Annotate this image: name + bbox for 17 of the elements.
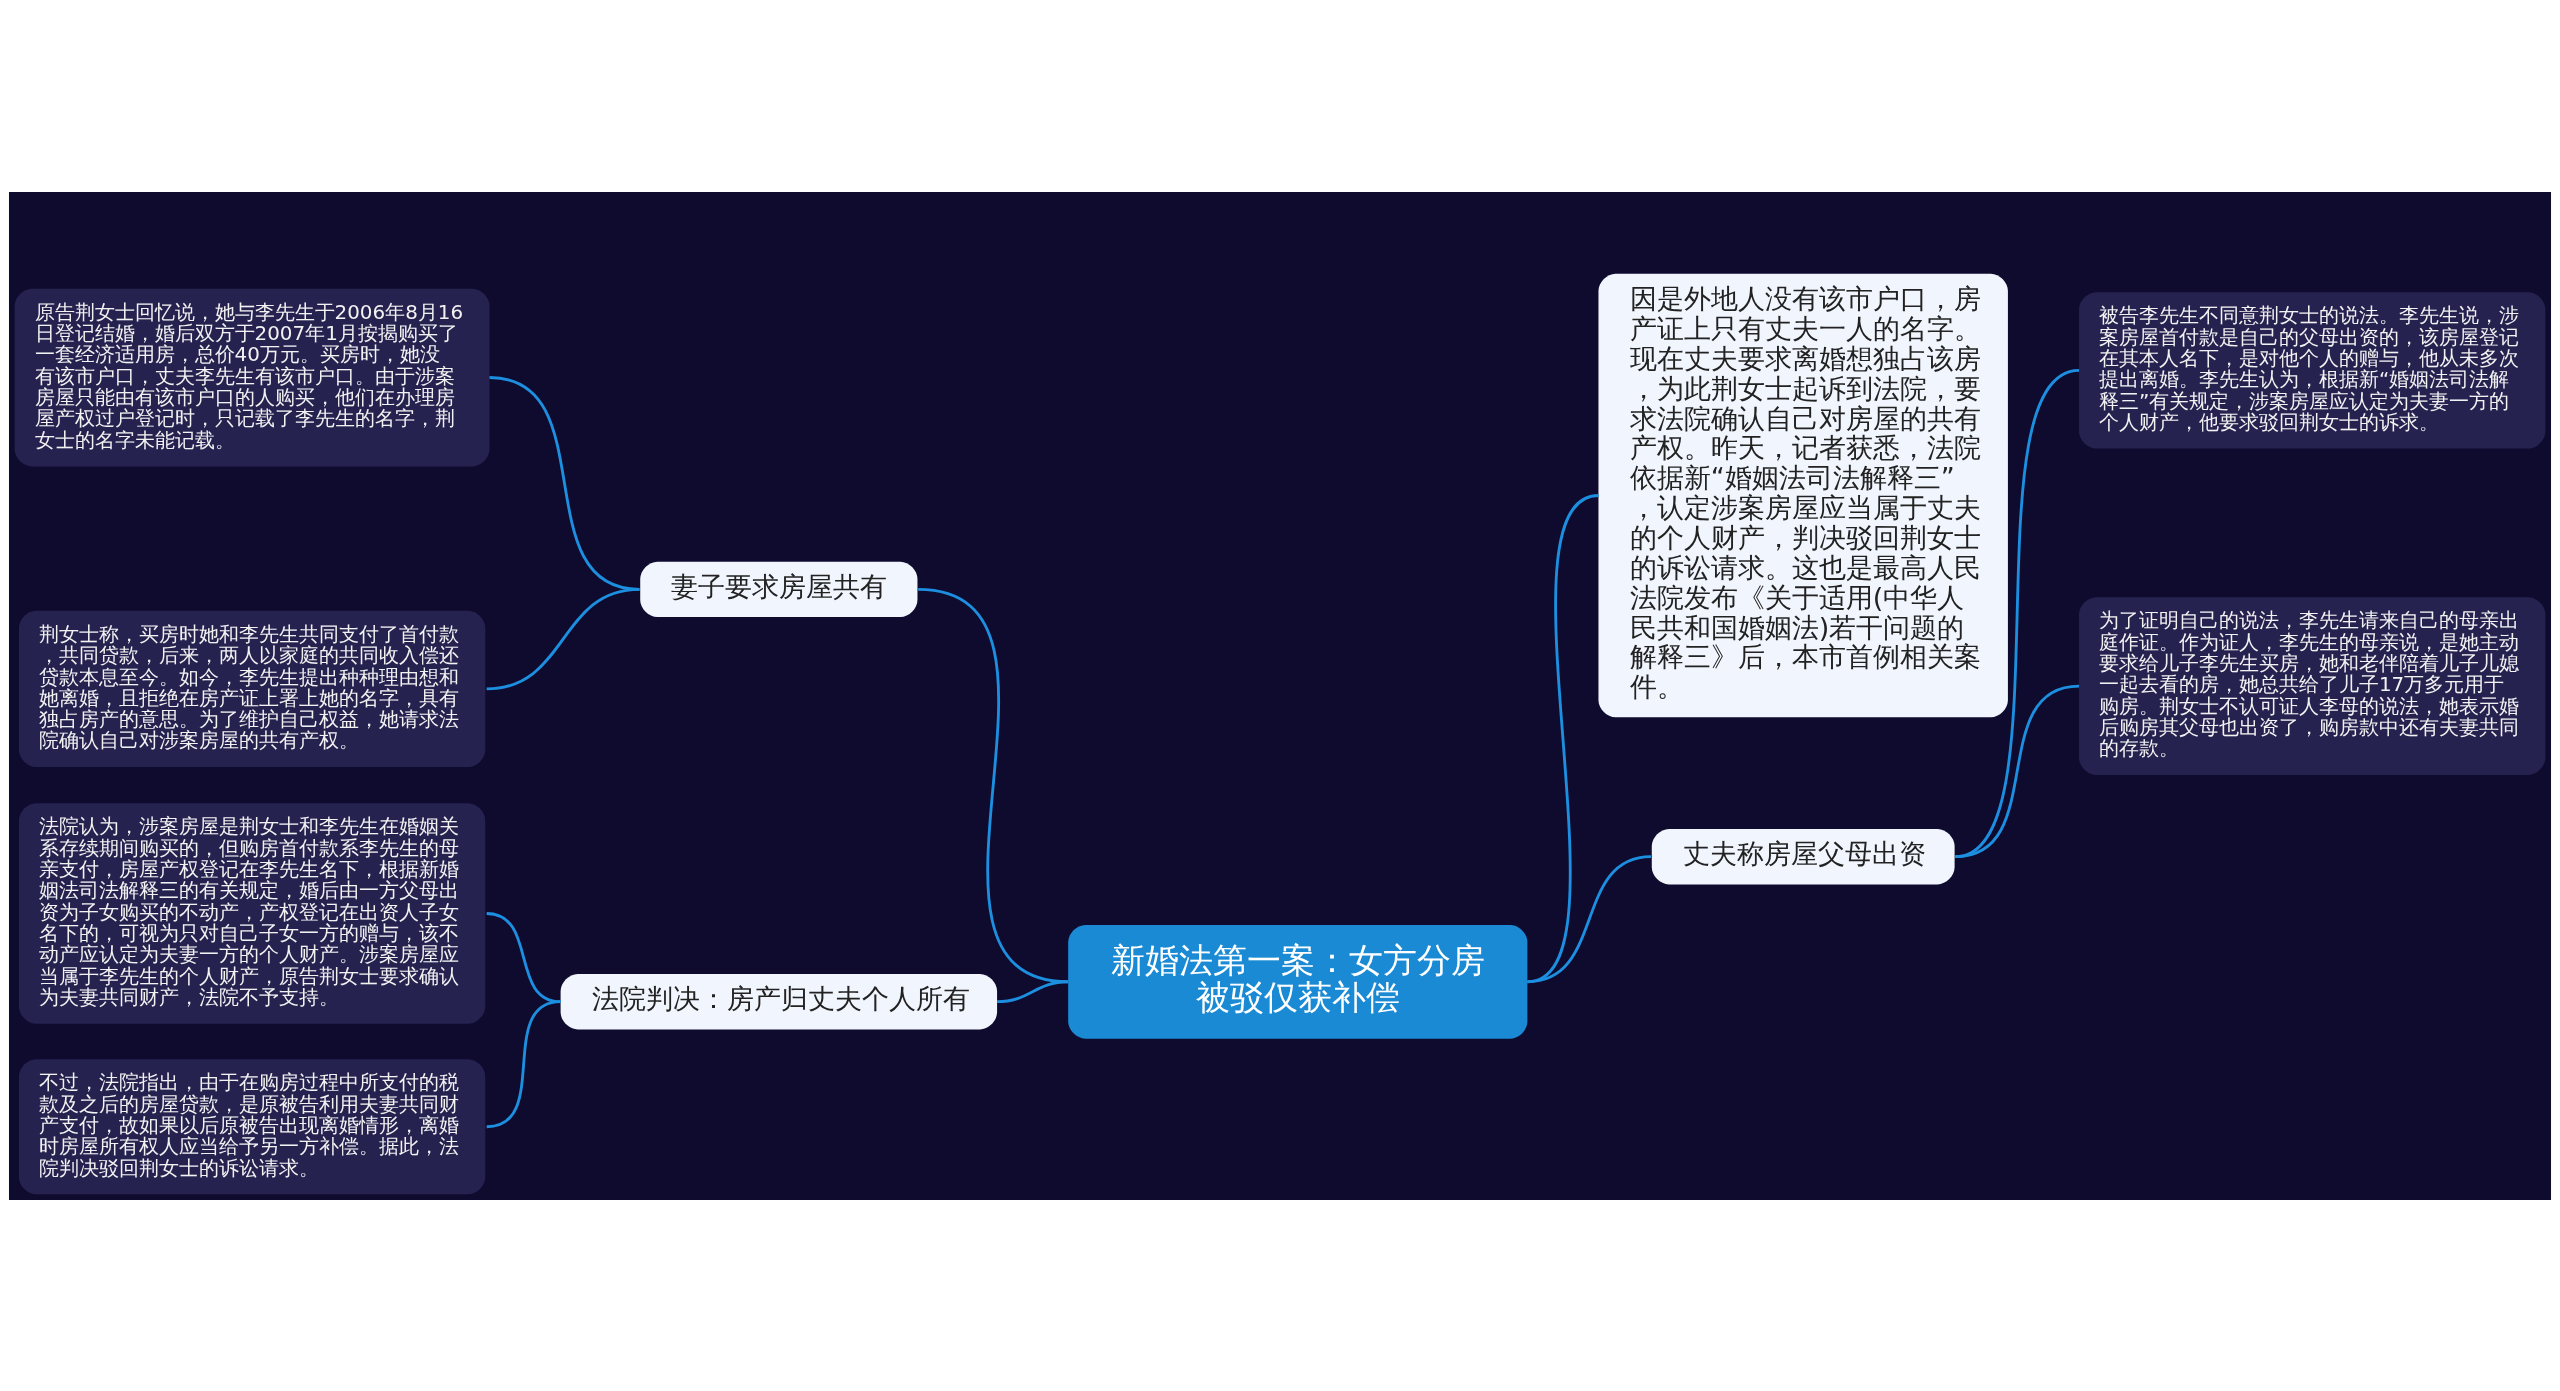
node-box: 法院认为，涉案房屋是荆女士和李先生在婚姻关系存续期间购买的，但购房首付款系李先生的母亲支付，房屋产权登记在李先生名下，根据新婚姻法司法解释三的有关规定，婚后由一方父母出资为子女购买的不动产，产权登记在出资人子女名下的，可视为只对自己子女一方的赠与，该不动产应认定为夫妻一方的个人财产。涉案房屋应当属于李先生的个人财产，原告荆女士要求确认为夫妻共同财产，法院不予支持。 [18, 802, 486, 1024]
node-box: 为了证明自己的说法，李先生请来自己的母亲出庭作证。作为证人，李先生的母亲说，是她主动要求给儿子李先生买房，她和老伴陪着儿子儿媳一起去看的房，她总共给了儿子17万多元用于购房。荆女士不认可证人李母的说法，她表示婚后购房其父母也出资了，购房款中还有夫妻共同的存款。 [2079, 596, 2546, 775]
node-box: 被告李先生不同意荆女士的说法。李先生说，涉案房屋首付款是自己的父母出资的，该房屋登记在其本人名下，是对他个人的赠与，他从未多次提出离婚。李先生认为，根据新“婚姻法司法解释三”有关规定，涉案房屋应认定为夫妻一方的个人财产，他要求驳回荆女士的诉求。 [2079, 291, 2546, 449]
node-box: 不过，法院指出，由于在购房过程中所支付的税款及之后的房屋贷款，是原被告利用夫妻共同财产支付，故如果以后原被告出现离婚情形，离婚时房屋所有权人应当给予另一方补偿。据此，法院判决驳回荆女士的诉讼请求。 [18, 1058, 486, 1194]
connector [486, 587, 640, 690]
node-box: 因是外地人没有该市户口，房产证上只有丈夫一人的名字。现在丈夫要求离婚想独占该房，为此荆女士起诉到法院，要求法院确认自己对房屋的共有产权。昨天，记者获悉，法院依据新“婚姻法司法解释三”，认定涉案房屋应当属于丈夫的个人财产，判决驳回荆女士的诉讼请求。这也是最高人民法院发布《关于适用(中华人民共和国婚姻法)若干问题的解释三》后，本市首例相关案件。 [1598, 273, 2008, 717]
connector [1955, 684, 2080, 858]
connector [486, 999, 561, 1128]
node-box: 原告荆女士回忆说，她与李先生于2006年8月16日登记结婚，婚后双方于2007年1月按揭购买了一套经济适用房，总价40万元。买房时，她没有该市户口，丈夫李先生有该市户口。由于涉案房屋只能由有该市户口的人购买，他们在办理房屋产权过户登记时，只记载了李先生的名字，荆女士的名字未能记载。 [14, 288, 490, 466]
node-box: 妻子要求房屋共有 [640, 561, 918, 617]
connector [1527, 854, 1652, 983]
connector [1954, 368, 2080, 858]
node-box: 荆女士称，买房时她和李先生共同支付了首付款，共同贷款，后来，两人以家庭的共同收入偿还贷款本息至今。如今，李先生提出种种理由想和她离婚，且拒绝在房产证上署上她的名字，具有独占房产的意思。为了维护自己权益，她请求法院确认自己对涉案房屋的共有产权。 [18, 610, 486, 767]
node-box: 法院判决：房产归丈夫个人所有 [560, 973, 998, 1029]
node-box: 丈夫称房屋父母出资 [1651, 828, 1955, 884]
node-box: 新婚法第一案：女方分房被驳仅获补偿 [1068, 924, 1528, 1039]
connector [997, 979, 1069, 1003]
